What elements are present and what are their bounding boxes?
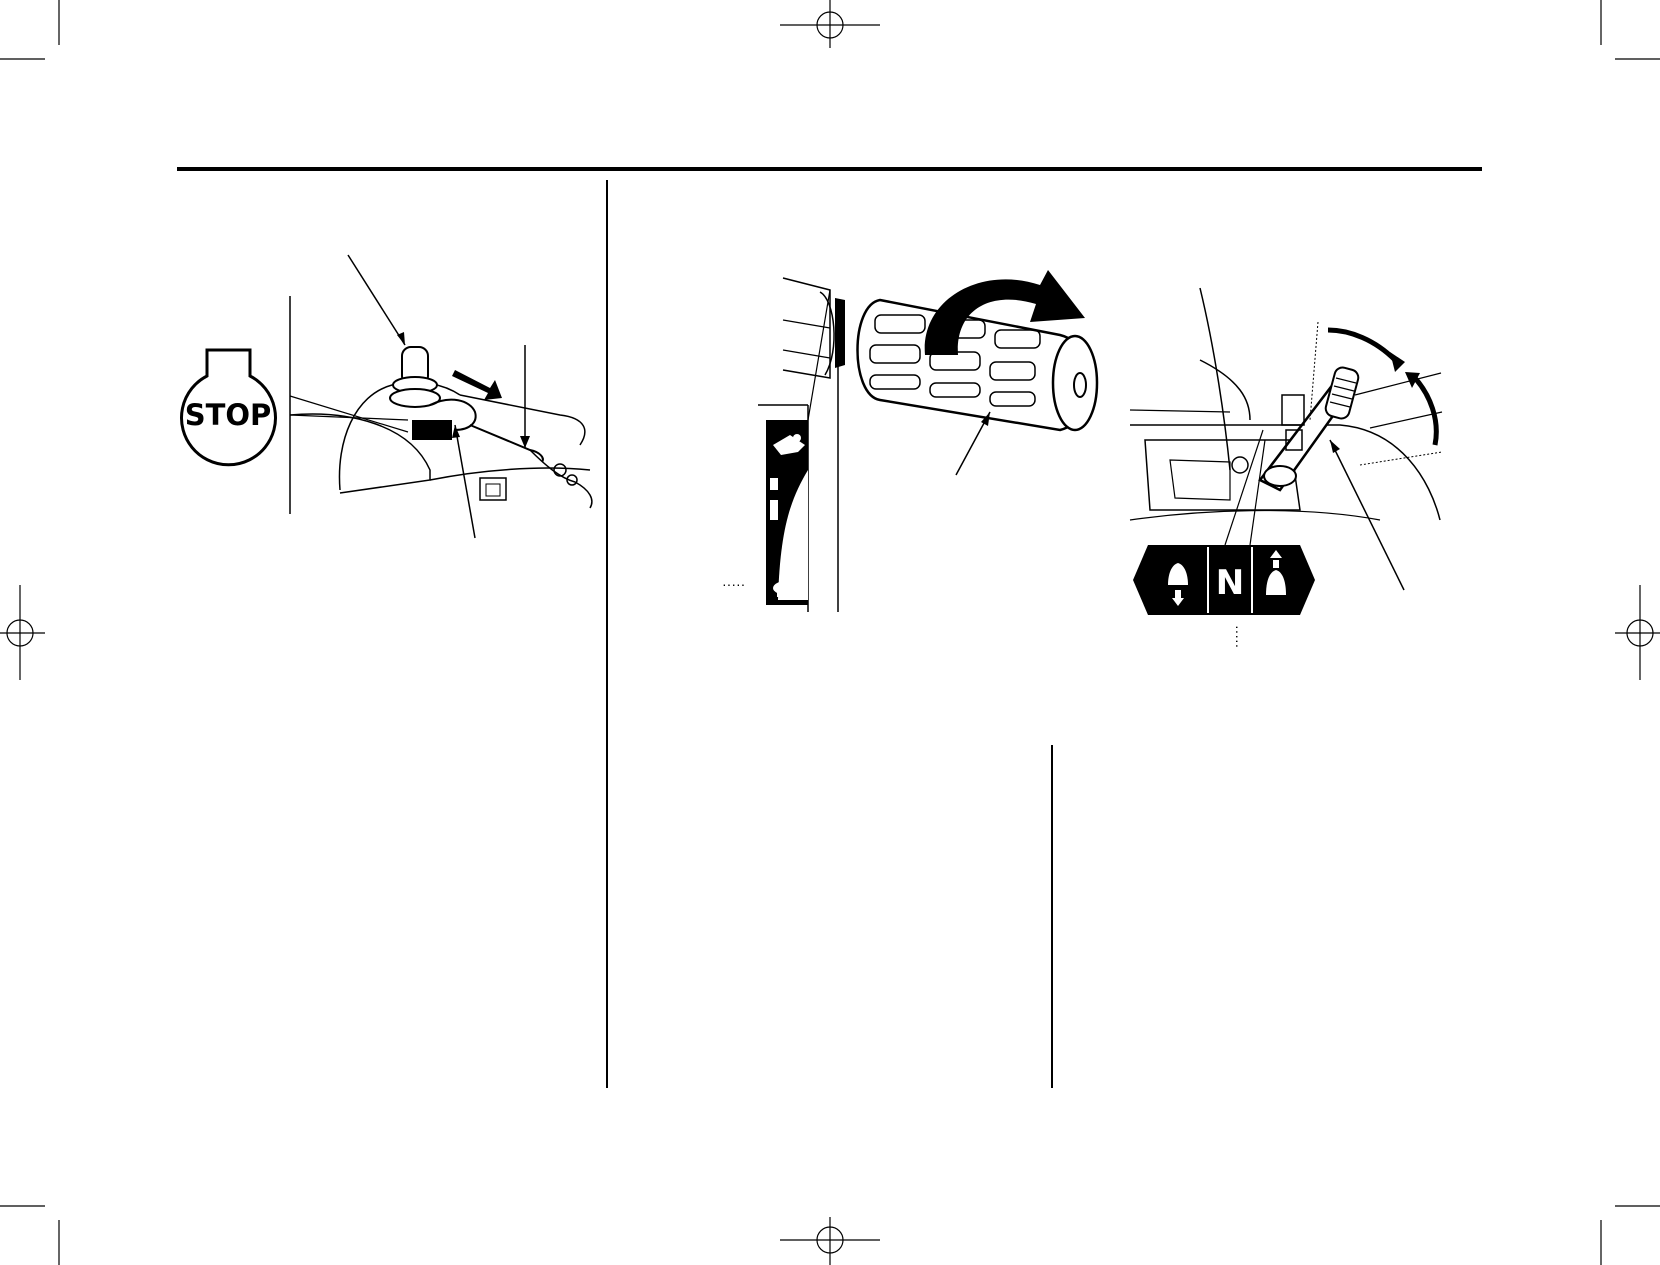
registration-mark-right: [1615, 585, 1660, 680]
stop-decal: STOP: [180, 348, 277, 467]
throttle-leader-dots: ·····: [722, 576, 745, 592]
registration-mark-top: [780, 0, 880, 48]
stop-switch-figure: STOP: [180, 254, 593, 539]
shift-lever: [1258, 366, 1360, 492]
throttle-grip: [856, 298, 1099, 432]
neutral-label: N: [1216, 563, 1244, 603]
shift-position-decal: N: [1133, 545, 1315, 615]
registration-mark-left: [0, 585, 45, 680]
registration-mark-bottom: [780, 1217, 880, 1265]
shift-lever-figure: N ·····: [1129, 287, 1443, 648]
stop-label: STOP: [185, 398, 272, 432]
rotation-arrow-icon: [924, 270, 1085, 355]
shift-leader-dots: ·····: [1230, 625, 1246, 648]
throttle-figure: ·····: [722, 270, 1099, 612]
throttle-speed-decal: [758, 289, 839, 612]
